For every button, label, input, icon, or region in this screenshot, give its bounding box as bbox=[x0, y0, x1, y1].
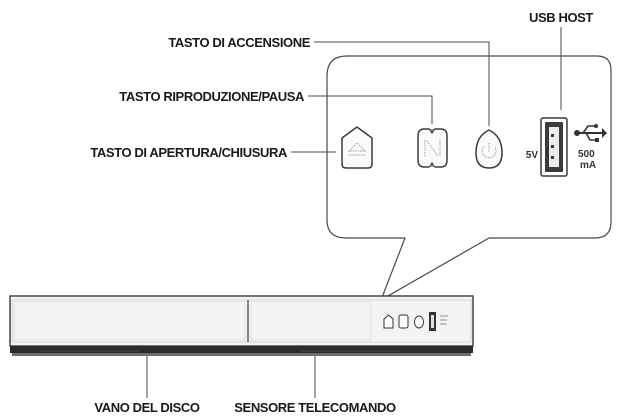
play-pause-button-label: TASTO RIPRODUZIONE/PAUSA bbox=[119, 89, 305, 104]
usb-current-unit: mA bbox=[580, 160, 596, 171]
zoom-callout-bubble bbox=[326, 55, 612, 301]
usb-host-label: USB HOST bbox=[529, 10, 593, 25]
power-button-label: TASTO DI ACCENSIONE bbox=[168, 35, 310, 50]
front-panel-controls bbox=[383, 312, 448, 331]
disc-tray bbox=[13, 301, 246, 341]
usb-current-value: 500 bbox=[578, 149, 595, 160]
usb-voltage-label: 5V bbox=[526, 150, 539, 161]
mini-power-icon bbox=[414, 315, 424, 329]
eject-icon bbox=[341, 126, 373, 169]
remote-sensor-window bbox=[250, 301, 372, 341]
mini-eject-icon bbox=[383, 314, 394, 329]
blu-ray-player-body bbox=[9, 295, 474, 356]
usb-symbol-icon bbox=[574, 124, 607, 142]
mini-play-pause-icon bbox=[398, 314, 409, 329]
usb-port bbox=[540, 117, 568, 177]
remote-sensor-label: SENSORE TELECOMANDO bbox=[234, 400, 396, 415]
leader-play-pause bbox=[308, 95, 433, 124]
leader-power bbox=[314, 41, 490, 126]
play-pause-icon bbox=[417, 128, 448, 168]
disc-tray-label: VANO DEL DISCO bbox=[94, 400, 199, 415]
open-close-button-label: TASTO DI APERTURA/CHIUSURA bbox=[90, 145, 288, 160]
power-icon bbox=[475, 129, 503, 169]
